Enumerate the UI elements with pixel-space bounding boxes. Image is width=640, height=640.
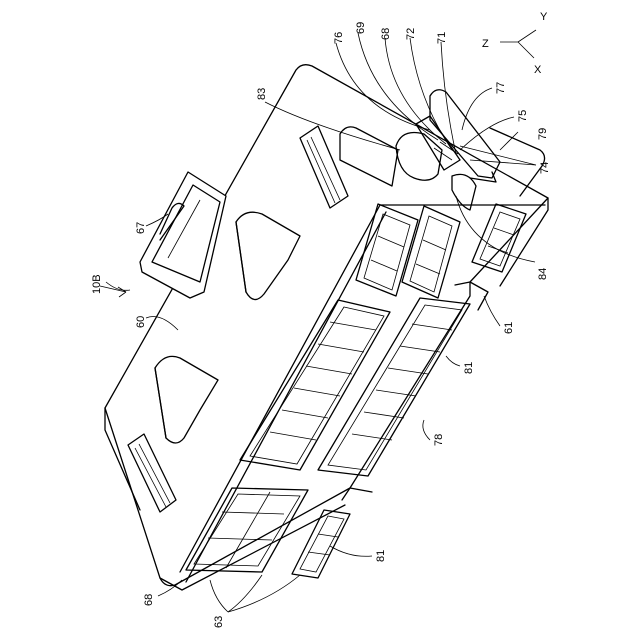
ref-67: 67 [135, 222, 147, 234]
housing-body [105, 65, 548, 590]
axis-z-label: Z [482, 38, 489, 50]
cavity-group-right [472, 204, 526, 272]
axis-x-label: X [534, 64, 542, 76]
axis-triad: Y Z X [482, 11, 548, 76]
ref-60: 60 [135, 316, 147, 328]
cavity-row-lower [318, 298, 470, 476]
leader-lines [100, 33, 536, 612]
cavity-group-bottom-right [292, 510, 350, 578]
ref-78: 78 [433, 434, 445, 446]
top-recesses [128, 126, 348, 512]
cavity-group-bottom-left [186, 488, 308, 572]
ref-68-bottom: 68 [143, 594, 155, 606]
cavity-group-top-left [356, 204, 418, 296]
ref-63: 63 [213, 616, 225, 628]
ref-79: 79 [537, 128, 549, 140]
ref-77: 77 [495, 82, 507, 94]
ref-81-upper: 81 [463, 362, 475, 374]
latch-67 [140, 172, 226, 298]
ref-10B: 10B [91, 274, 103, 294]
ref-74: 74 [539, 162, 551, 174]
rear-block [340, 90, 545, 210]
ref-83: 83 [256, 88, 268, 100]
ref-68-top: 68 [380, 28, 392, 40]
ref-76: 76 [333, 32, 345, 44]
ref-71: 71 [436, 32, 448, 44]
ref-69: 69 [355, 22, 367, 34]
axis-y-label: Y [540, 11, 548, 23]
ref-72: 72 [405, 28, 417, 40]
reference-numerals: 10B 67 60 83 76 69 68 72 71 77 75 79 74 … [91, 22, 551, 628]
cavity-group-top-mid [402, 206, 460, 298]
ref-81-lower: 81 [375, 550, 387, 562]
ref-84: 84 [537, 268, 549, 280]
ref-75: 75 [517, 110, 529, 122]
ref-61: 61 [503, 322, 515, 334]
